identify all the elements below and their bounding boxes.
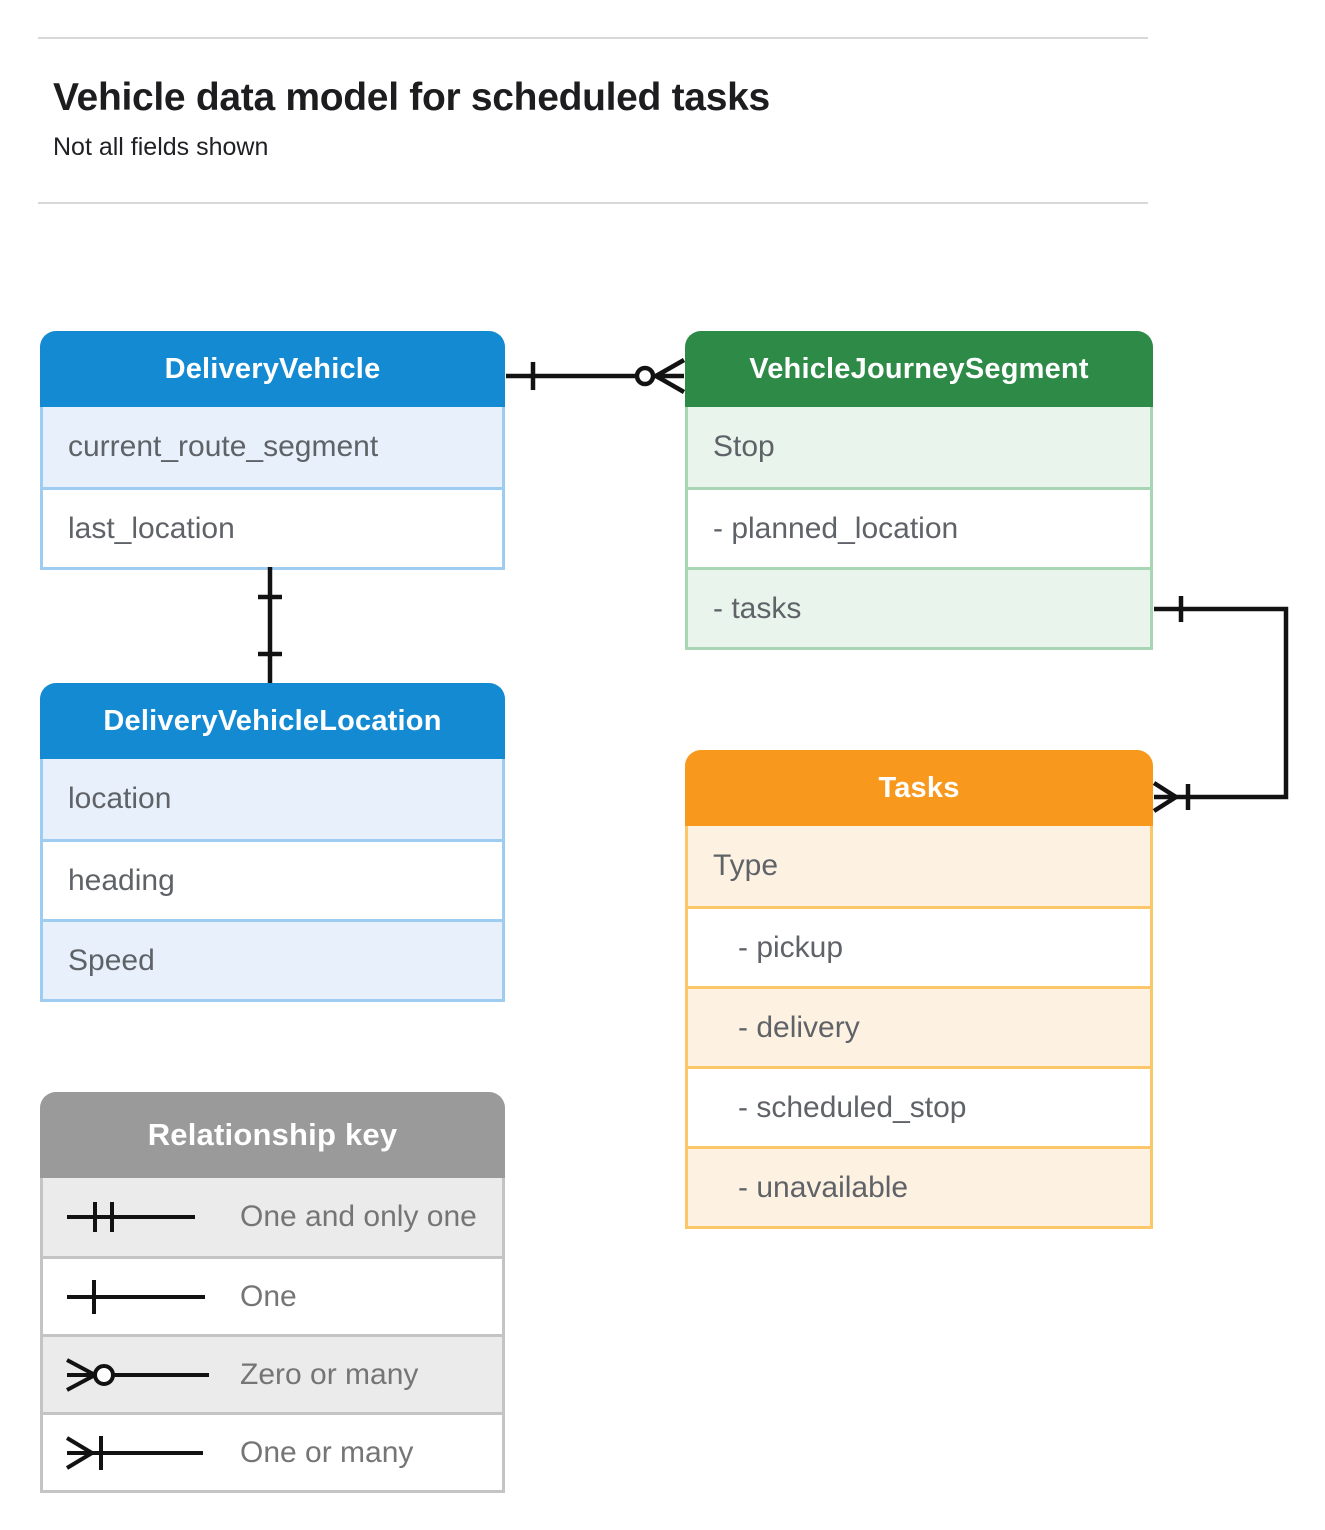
entity-title-tasks: Tasks bbox=[685, 750, 1153, 826]
entity-fields-vehicle-journey-segment: Stop- planned_location- tasks bbox=[685, 407, 1153, 650]
field-row: - pickup bbox=[688, 906, 1150, 986]
legend-item: One and only one bbox=[43, 1178, 502, 1256]
field-row: Stop bbox=[688, 407, 1150, 487]
field-row: - delivery bbox=[688, 986, 1150, 1066]
legend-item: One or many bbox=[43, 1412, 502, 1490]
legend-item-label: Zero or many bbox=[240, 1357, 419, 1391]
page-subtitle: Not all fields shown bbox=[53, 133, 269, 161]
field-row: location bbox=[43, 759, 502, 839]
field-row: Type bbox=[688, 826, 1150, 906]
field-row: heading bbox=[43, 839, 502, 919]
connector-deliveryvehicle-deliveryvehiclelocation bbox=[258, 567, 282, 683]
one-and-only-one-icon bbox=[65, 1195, 215, 1239]
page-title: Vehicle data model for scheduled tasks bbox=[53, 76, 770, 119]
one-or-many-icon bbox=[65, 1431, 215, 1475]
entity-title-delivery-vehicle: DeliveryVehicle bbox=[40, 331, 505, 407]
legend-item-label: One or many bbox=[240, 1435, 414, 1469]
header-divider-rule bbox=[38, 202, 1148, 204]
field-row: - scheduled_stop bbox=[688, 1066, 1150, 1146]
entity-title-delivery-vehicle-location: DeliveryVehicleLocation bbox=[40, 683, 505, 759]
one-icon bbox=[65, 1275, 215, 1319]
top-rule bbox=[38, 37, 1148, 39]
legend-item-label: One and only one bbox=[240, 1200, 477, 1233]
field-row: - unavailable bbox=[688, 1146, 1150, 1226]
field-row: Speed bbox=[43, 919, 502, 999]
entity-title-vehicle-journey-segment: VehicleJourneySegment bbox=[685, 331, 1153, 407]
zero-or-many-icon bbox=[65, 1353, 215, 1397]
legend-item: Zero or many bbox=[43, 1334, 502, 1412]
field-row: last_location bbox=[43, 487, 502, 567]
connector-deliveryvehicle-vehiclejourneysegment bbox=[506, 360, 684, 392]
field-row: - tasks bbox=[688, 567, 1150, 647]
legend-item-label: One bbox=[240, 1279, 297, 1313]
relationship-key-title: Relationship key bbox=[40, 1092, 505, 1178]
field-row: current_route_segment bbox=[43, 407, 502, 487]
connector-vehiclejourneysegment-tasks bbox=[1154, 596, 1286, 811]
legend-item: One bbox=[43, 1256, 502, 1334]
field-row: - planned_location bbox=[688, 487, 1150, 567]
entity-fields-tasks: Type- pickup- delivery- scheduled_stop- … bbox=[685, 826, 1153, 1229]
